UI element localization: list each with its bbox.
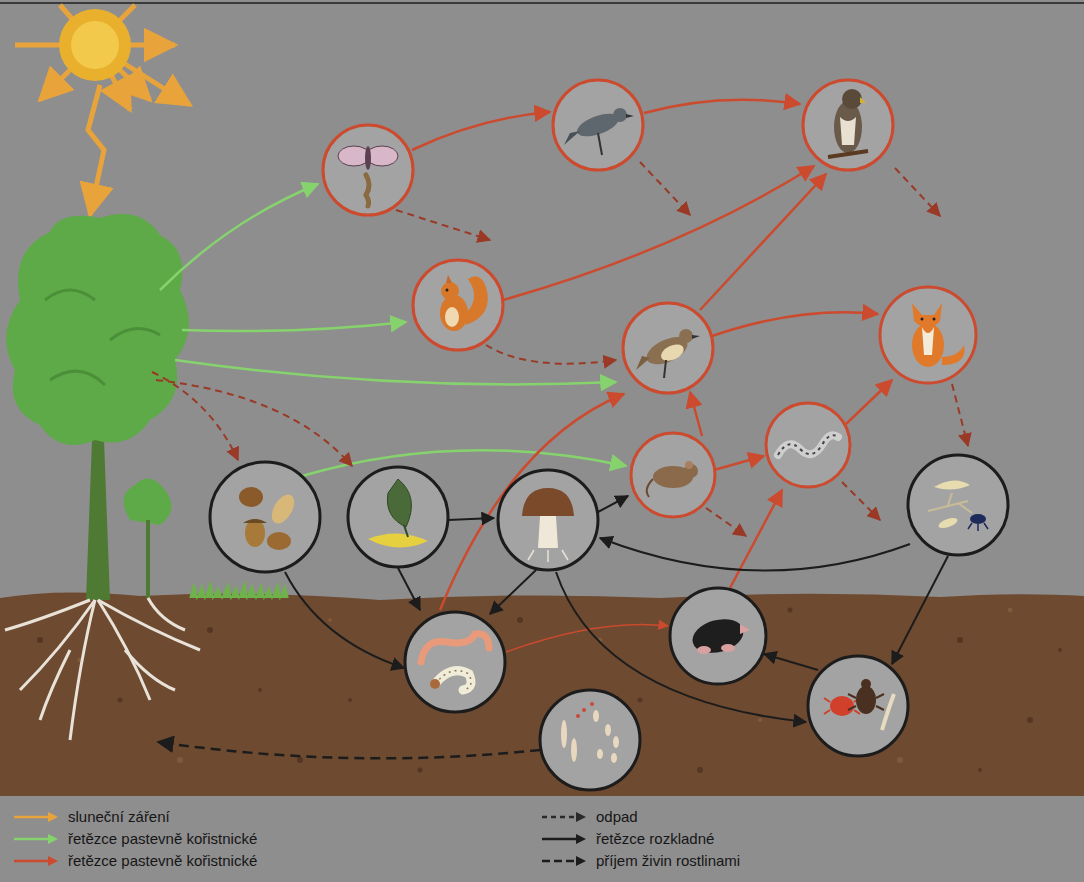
legend-sample: [12, 811, 60, 823]
decomposer-circles: [210, 455, 1008, 790]
legend-label: sluneční záření: [68, 808, 170, 826]
consumer-circles: [323, 80, 976, 517]
debris-icon: [928, 480, 988, 531]
legend-label: řetězce pastevně kořistnické: [68, 830, 257, 848]
nuts-icon: [239, 487, 299, 550]
grass: [190, 582, 288, 598]
legend-label: řetězce rozkladné: [596, 830, 714, 848]
mites-icon: [824, 679, 894, 730]
legend-entry: řetězce pastevně kořistnické: [12, 830, 257, 848]
legend-entry: sluneční záření: [12, 808, 170, 826]
leaves-icon: [368, 479, 428, 548]
legend-entry: řetězce pastevně kořistnické: [12, 852, 257, 870]
cuckoo-icon: [564, 108, 634, 155]
mouse-icon: [647, 461, 698, 497]
hawk-icon: [828, 89, 868, 157]
legend-entry: příjem živin rostlinami: [540, 852, 740, 870]
legend-sample: [540, 811, 588, 823]
snake-icon: [778, 435, 838, 455]
squirrel-icon: [440, 275, 488, 331]
mole-icon: [689, 614, 750, 658]
legend-sample: [12, 833, 60, 845]
sun: [15, 5, 190, 215]
thrush-icon: [636, 329, 700, 378]
legend-entry: odpad: [540, 808, 638, 826]
fox-icon: [912, 303, 965, 367]
top-rule: [0, 2, 1084, 4]
legend-sample: [540, 855, 588, 867]
grazing-arrows: [160, 184, 626, 476]
nutrient-uptake-arrow: [158, 742, 540, 758]
legend-label: odpad: [596, 808, 638, 826]
legend-sample: [12, 855, 60, 867]
moth-icon: [338, 146, 398, 206]
bacteria-icon: [561, 702, 619, 763]
mushroom-icon: [522, 488, 574, 562]
worms-icon: [421, 634, 489, 690]
legend-label: příjem živin rostlinami: [596, 852, 740, 870]
soil: [0, 592, 1084, 796]
legend-label: řetězce pastevně kořistnické: [68, 852, 257, 870]
predator-arrows: [412, 100, 892, 652]
legend-sample: [540, 833, 588, 845]
legend-entry: řetězce rozkladné: [540, 830, 714, 848]
tree: [5, 214, 200, 740]
